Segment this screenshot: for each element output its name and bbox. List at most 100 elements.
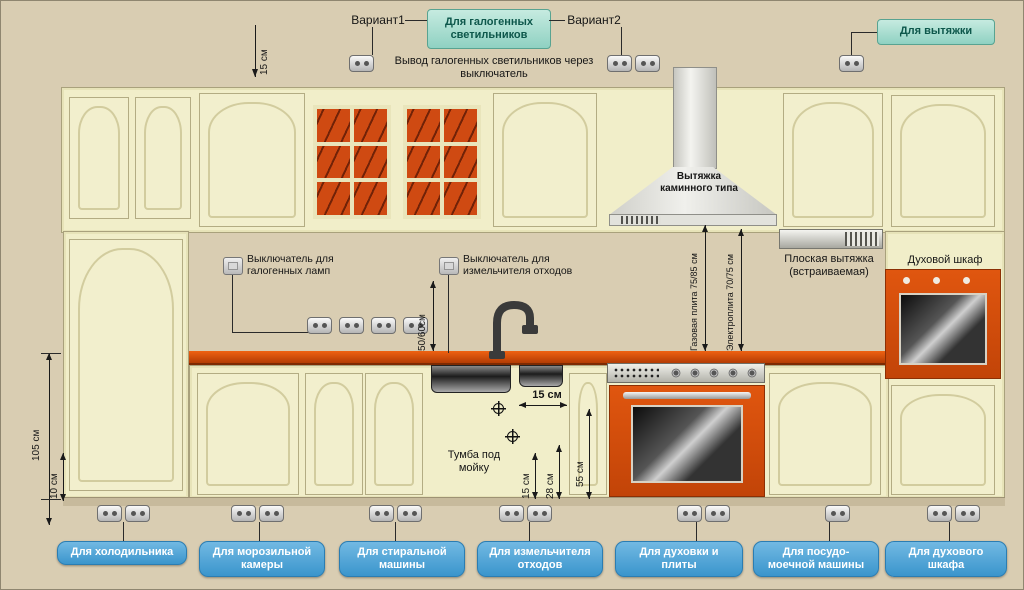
connector-line — [621, 27, 622, 55]
cabinet-door — [199, 93, 305, 227]
glass-pane — [407, 182, 440, 215]
outlet-position-mark — [505, 429, 520, 444]
dim-15-arrow — [532, 453, 538, 499]
hood-grille-icon — [621, 216, 661, 224]
sink-cabinet-label: Тумба под мойку — [447, 449, 501, 474]
wall-oven-knobs-icon — [903, 277, 910, 284]
sink-offset-dim: 15 см — [532, 389, 562, 401]
outlet-icon — [339, 317, 364, 334]
outlet-icon — [955, 505, 980, 522]
outlet-icon — [527, 505, 552, 522]
dim-10-arrow — [60, 453, 66, 501]
connector-line — [448, 275, 449, 353]
outlet-icon — [499, 505, 524, 522]
outlet-icon — [231, 505, 256, 522]
control-knobs-icon — [667, 365, 761, 381]
cabinet-door — [783, 93, 883, 227]
glass-pane — [354, 145, 387, 179]
dim-15: 15 см — [521, 473, 532, 499]
oven-cabinet-label: Духовой шкаф — [907, 254, 983, 266]
burner-dots-icon — [613, 367, 659, 379]
dim-28: 28 см — [545, 473, 556, 499]
glass-pane — [317, 109, 350, 142]
chimney-hood-label: Вытяжка каминного типа — [660, 171, 738, 194]
cabinet-door — [891, 385, 995, 495]
outlet-icon — [259, 505, 284, 522]
dim-tick — [41, 499, 61, 500]
connector-line — [851, 32, 877, 33]
cabinet-door — [135, 97, 191, 219]
gas-stove-dim-arrow — [702, 225, 708, 351]
faucet-icon — [489, 300, 538, 359]
dim-55: 55 см — [575, 461, 586, 487]
legend-wall-oven: Для духового шкафа — [885, 541, 1007, 578]
connector-line — [829, 522, 830, 541]
connector-line — [123, 522, 124, 541]
halogen-lights-box: Для галогенных светильников — [427, 9, 551, 49]
glass-pane — [317, 182, 350, 215]
cabinet-door — [305, 373, 363, 495]
connector-line — [372, 27, 373, 55]
electric-stove-dim-arrow — [738, 229, 744, 351]
glass-pane — [407, 145, 440, 179]
dim-105-arrow — [46, 353, 52, 525]
electric-stove-dim: Электроплита 70/75 см — [725, 254, 735, 351]
wall-oven-window — [899, 293, 987, 365]
cabinet-door — [197, 373, 299, 495]
sink-offset-arrow — [519, 402, 567, 408]
outlet-icon — [97, 505, 122, 522]
connector-line — [232, 332, 308, 333]
dim-28-arrow — [556, 445, 562, 499]
dim-tick — [41, 353, 61, 354]
connector-line — [549, 20, 565, 21]
oven-window — [631, 405, 743, 483]
outlet-position-mark — [491, 401, 506, 416]
outlet-icon — [371, 317, 396, 334]
sink-drainer — [519, 365, 563, 387]
ceiling-gap-arrow — [252, 25, 258, 77]
glass-pane — [444, 109, 477, 142]
outlet-icon — [705, 505, 730, 522]
glass-pane — [354, 109, 387, 142]
connector-line — [949, 522, 950, 541]
flat-hood-grille-icon — [845, 232, 879, 246]
connector-line — [851, 32, 852, 55]
cabinet-door — [365, 373, 423, 495]
flat-hood-label: Плоская вытяжка (встраиваемая) — [784, 253, 874, 278]
connector-line — [529, 522, 530, 541]
sink-basin — [431, 365, 511, 393]
connector-line — [696, 522, 697, 541]
cabinet-door — [769, 373, 881, 495]
connector-line — [232, 275, 233, 333]
dim-55-arrow — [586, 409, 592, 499]
gas-stove-dim: Газовая плита 75/85 см — [689, 253, 699, 351]
glass-cabinet-door — [313, 105, 391, 219]
oven-handle — [623, 392, 751, 399]
legend-disposer: Для измельчителя отходов — [477, 541, 603, 578]
outlet-icon — [125, 505, 150, 522]
outlet-icon — [349, 55, 374, 72]
backsplash-dim-arrow — [430, 281, 436, 351]
outlet-icon — [927, 505, 952, 522]
halogen-switch-label: Выключатель для галогенных ламп — [247, 253, 334, 278]
ceiling-gap-dim: 15 см — [259, 49, 270, 75]
backsplash-dim: 50/60см — [417, 314, 428, 351]
legend-dishwasher: Для посудо-моечной машины — [753, 541, 879, 578]
connector-line — [405, 20, 427, 21]
light-switch-icon — [223, 257, 243, 275]
glass-pane — [354, 182, 387, 215]
outlet-icon — [607, 55, 632, 72]
cabinet-door — [493, 93, 597, 227]
outlet-icon — [403, 317, 428, 334]
cabinet-door — [891, 95, 995, 227]
dim-105: 105 см — [31, 429, 42, 461]
outlet-icon — [677, 505, 702, 522]
legend-washer: Для стиральной машины — [339, 541, 465, 578]
legend-oven-stove: Для духовки и плиты — [615, 541, 743, 578]
glass-pane — [444, 145, 477, 179]
variant1-label: Вариант1 — [351, 13, 405, 27]
outlet-icon — [839, 55, 864, 72]
disposer-switch-label: Выключатель для измельчителя отходов — [463, 253, 573, 278]
connector-line — [259, 522, 260, 541]
